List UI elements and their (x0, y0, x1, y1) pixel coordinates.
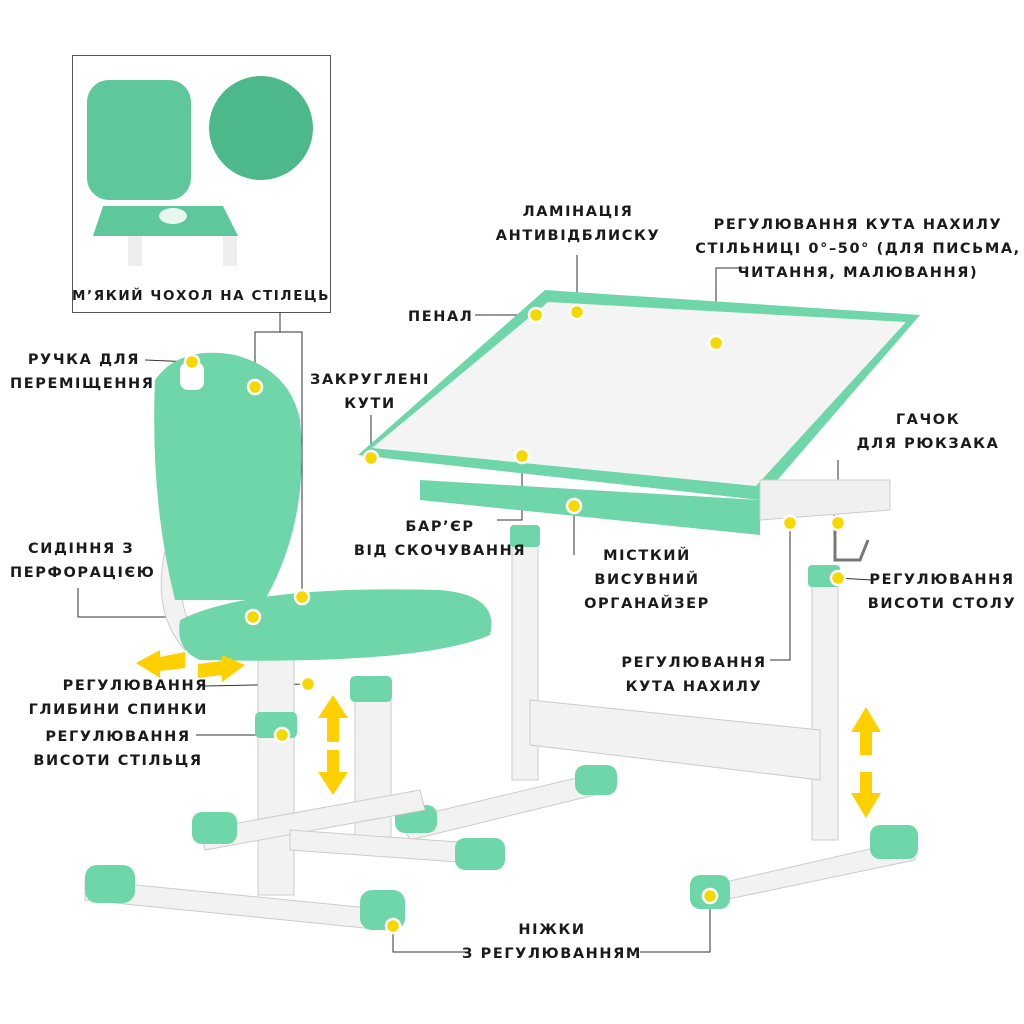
callout-dots (183, 303, 847, 935)
label-pencil-case: ПЕНАЛ (408, 309, 474, 325)
seat-cover-inset: М’ЯКИЙ ЧОХОЛ НА СТІЛЕЦЬ (72, 55, 331, 313)
seat-cover-caption: М’ЯКИЙ ЧОХОЛ НА СТІЛЕЦЬ (71, 288, 331, 304)
adjust-arrows (136, 650, 881, 818)
seat-cover-illustration (87, 76, 313, 266)
